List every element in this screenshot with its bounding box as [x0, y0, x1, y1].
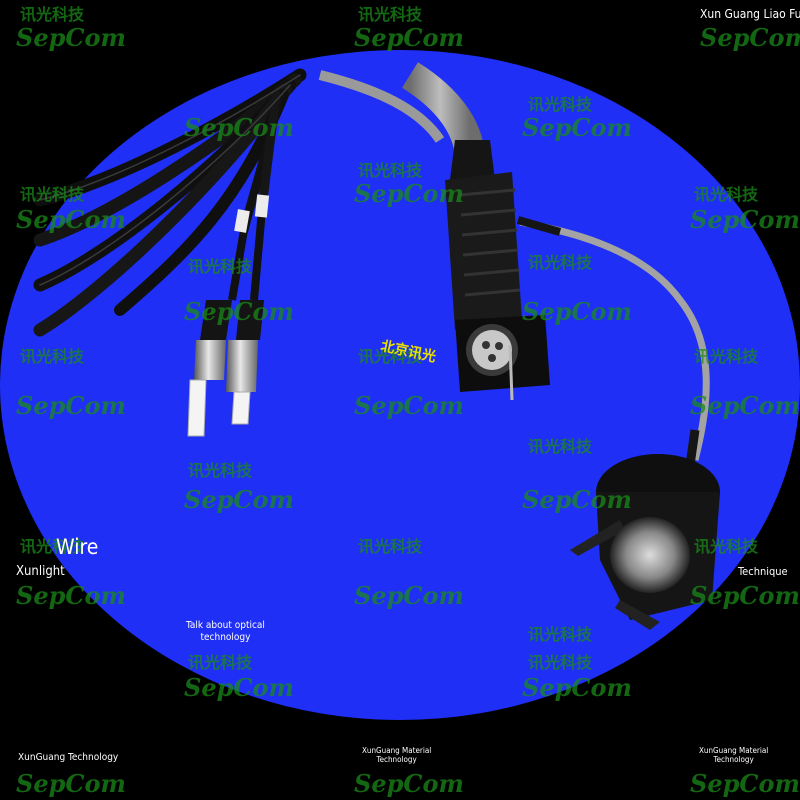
watermark-cn: 讯光科技 — [528, 253, 593, 272]
watermark-en: SepCom — [522, 297, 632, 326]
watermark-en: SepCom — [354, 391, 464, 420]
talk-optical-line2: technology — [200, 631, 251, 643]
watermark-en: SepCom — [690, 769, 800, 798]
grey-thin-cable — [318, 70, 445, 143]
wire-caption: Wire — [56, 535, 99, 559]
bottom-center-caption: XunGuang Material Technology — [362, 746, 431, 764]
watermark-en: SepCom — [522, 113, 632, 142]
watermark-en: SepCom — [184, 673, 294, 702]
bottom-left-caption: XunGuang Technology — [18, 752, 119, 763]
watermark-en: SepCom — [690, 391, 800, 420]
watermark-cn: 讯光科技 — [188, 461, 253, 480]
bottom-center-line2: Technology — [376, 755, 417, 765]
watermark-cn: 讯光科技 — [188, 653, 253, 672]
talk-optical-line1: Talk about optical — [186, 620, 265, 631]
watermark-cn: 讯光科技 — [358, 5, 423, 24]
black-cable-bundle — [33, 68, 307, 337]
watermark-en: SepCom — [184, 113, 294, 142]
watermark-en: SepCom — [16, 205, 126, 234]
bottom-right-line1: XunGuang Material — [699, 746, 769, 755]
watermark-en: SepCom — [690, 205, 800, 234]
watermark-cn: 讯光科技 — [358, 347, 423, 366]
watermark-en: SepCom — [16, 581, 126, 610]
watermark-en: SepCom — [522, 673, 632, 702]
watermark-cn: 讯光科技 — [20, 537, 85, 556]
main-connector — [445, 140, 550, 401]
fiber-connector-right — [226, 194, 270, 425]
dust-cap — [570, 454, 720, 630]
bottom-right-caption: XunGuang Material Technology — [699, 746, 768, 764]
watermark-cn: 讯光科技 — [358, 161, 423, 180]
watermark-en: SepCom — [354, 23, 464, 52]
top-right-caption: Xun Guang Liao Fu — [700, 7, 800, 21]
lanyard-cable — [519, 218, 710, 461]
watermark-cn: 讯光科技 — [528, 625, 593, 644]
watermark-cn: 讯光科技 — [188, 257, 253, 276]
watermark-cn: 讯光科技 — [358, 537, 423, 556]
watermark-en: SepCom — [354, 179, 464, 208]
fiber-connector-left — [187, 209, 250, 437]
watermark-cn: 讯光科技 — [20, 347, 85, 366]
watermark-en: SepCom — [700, 23, 800, 52]
watermark-cn: 讯光科技 — [694, 537, 759, 556]
bottom-center-line1: XunGuang Material — [362, 746, 432, 755]
watermark-en: SepCom — [16, 391, 126, 420]
bottom-right-line2: Technology — [713, 755, 754, 765]
watermark-cn: 讯光科技 — [20, 185, 85, 204]
xunlight-caption: Xunlight — [16, 564, 65, 579]
watermark-cn: 讯光科技 — [528, 437, 593, 456]
watermark-cn: 讯光科技 — [528, 653, 593, 672]
watermark-layer: 讯光科技 SepCom 讯光科技 SepCom SepCom 讯光科技 SepC… — [16, 5, 800, 798]
watermark-cn: 讯光科技 — [20, 5, 85, 24]
watermark-en: SepCom — [184, 485, 294, 514]
blue-ellipse-background — [0, 50, 800, 720]
technique-caption: Technique — [738, 565, 788, 578]
watermark-en: SepCom — [354, 581, 464, 610]
watermark-en: SepCom — [16, 23, 126, 52]
watermark-en: SepCom — [184, 297, 294, 326]
watermark-en: SepCom — [16, 769, 126, 798]
watermark-cn: 讯光科技 — [694, 185, 759, 204]
watermark-cn: 讯光科技 — [694, 347, 759, 366]
watermark-en: SepCom — [522, 485, 632, 514]
watermark-cn: 讯光科技 — [528, 95, 593, 114]
talk-optical-caption: Talk about optical technology — [186, 620, 265, 643]
watermark-en: SepCom — [354, 769, 464, 798]
watermark-en: SepCom — [690, 581, 800, 610]
